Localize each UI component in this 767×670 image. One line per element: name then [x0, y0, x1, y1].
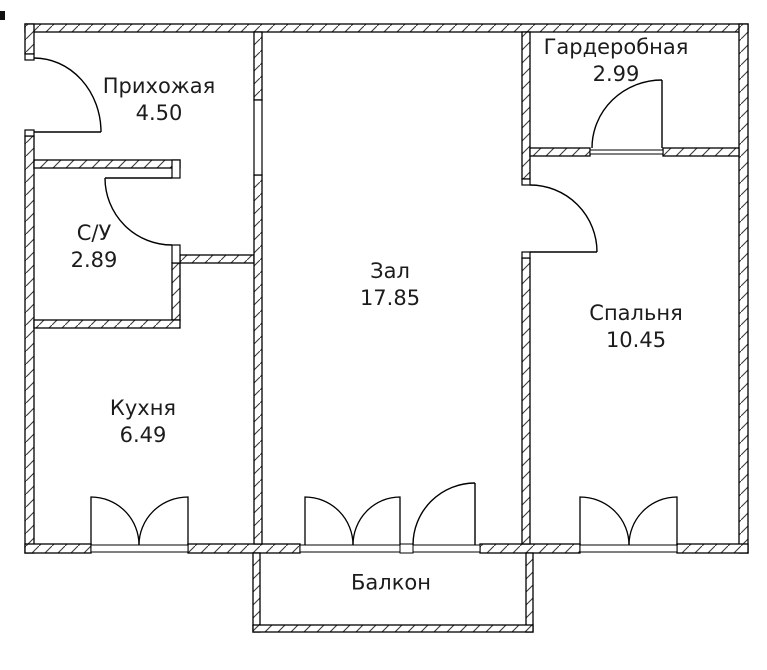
- wall-bathroom-right-lower: [171, 262, 181, 321]
- window-sill-living-room: [299, 544, 481, 553]
- outer-wall-left-upper: [24, 23, 35, 55]
- edge-artifact-mark: [0, 11, 5, 20]
- room-name: Балкон: [351, 570, 431, 595]
- room-name: Прихожая: [102, 74, 216, 98]
- partitions-layer: [24, 53, 678, 554]
- bathroom-door-jamb-top: [171, 159, 181, 179]
- room-area: 2.89: [70, 248, 118, 272]
- room-label-living-room: Зал 17.85: [360, 258, 420, 312]
- bedroom-door-arc: [529, 184, 598, 253]
- wall-hall-right-upper: [521, 31, 531, 180]
- wall-nook-kitchen: [179, 254, 255, 264]
- entrance-door-jamb-bottom: [24, 129, 35, 137]
- room-area: 17.85: [359, 286, 421, 310]
- kitchen-window: [90, 496, 189, 546]
- room-name: Спальня: [589, 301, 683, 325]
- window-sill-kitchen: [90, 544, 189, 553]
- balcony-wall-bottom: [252, 624, 534, 633]
- window-sill-bedroom: [579, 544, 678, 553]
- room-label-wardrobe: Гардеробная 2.99: [544, 34, 689, 88]
- bedroom-door-jamb-top: [521, 178, 531, 186]
- wall-wardrobe-bedroom-right: [662, 147, 740, 157]
- room-area: 4.50: [135, 101, 183, 125]
- wardrobe-door-arc: [591, 79, 663, 149]
- room-name: Кухня: [109, 396, 177, 420]
- bedroom-window: [579, 496, 678, 546]
- windows-layer: [90, 496, 678, 546]
- room-name: С/У: [76, 221, 112, 245]
- room-area: 10.45: [605, 328, 667, 352]
- wall-hall-left-upper: [253, 31, 263, 101]
- outer-wall-right: [738, 23, 749, 554]
- entrance-door-arc: [33, 57, 102, 133]
- outer-wall-bottom-seg3: [479, 543, 581, 554]
- room-area: 6.49: [119, 423, 167, 447]
- balcony-wall-right: [525, 552, 534, 633]
- partition-hall-left-middle: [253, 99, 263, 176]
- room-name: Зал: [370, 259, 410, 283]
- room-label-bedroom: Спальня 10.45: [589, 300, 682, 354]
- balcony-wall-left: [252, 552, 261, 633]
- bathroom-door-jamb-bottom: [171, 244, 181, 264]
- room-label-kitchen: Кухня 6.49: [110, 395, 176, 449]
- room-label-balcony: Балкон: [351, 570, 431, 597]
- wardrobe-door-threshold: [589, 149, 664, 155]
- room-label-hallway: Прихожая 4.50: [103, 73, 215, 127]
- entrance-door-jamb-top: [24, 53, 35, 61]
- outer-wall-bottom-seg4: [676, 543, 749, 554]
- wall-hall-right-lower: [521, 257, 531, 545]
- window-pier-living-room: [399, 543, 414, 554]
- bedroom-door-jamb-bottom: [521, 251, 531, 259]
- wall-hall-left-lower: [253, 174, 263, 545]
- wall-wardrobe-bedroom-left: [529, 147, 591, 157]
- outer-wall-bottom-seg2: [187, 543, 301, 554]
- room-name: Гардеробная: [543, 35, 689, 59]
- outer-wall-top: [24, 23, 749, 33]
- wall-hallway-bathroom: [33, 159, 181, 169]
- doors-layer: [33, 57, 663, 546]
- bathroom-door-arc: [104, 177, 173, 246]
- wall-bathroom-kitchen: [33, 319, 181, 329]
- balcony-door-arc: [412, 482, 476, 546]
- living-room-window: [304, 496, 401, 546]
- room-label-bathroom: С/У 2.89: [71, 220, 118, 274]
- outer-wall-left-lower: [24, 135, 35, 554]
- outer-wall-bottom-seg1: [24, 543, 92, 554]
- room-area: 2.99: [592, 62, 640, 86]
